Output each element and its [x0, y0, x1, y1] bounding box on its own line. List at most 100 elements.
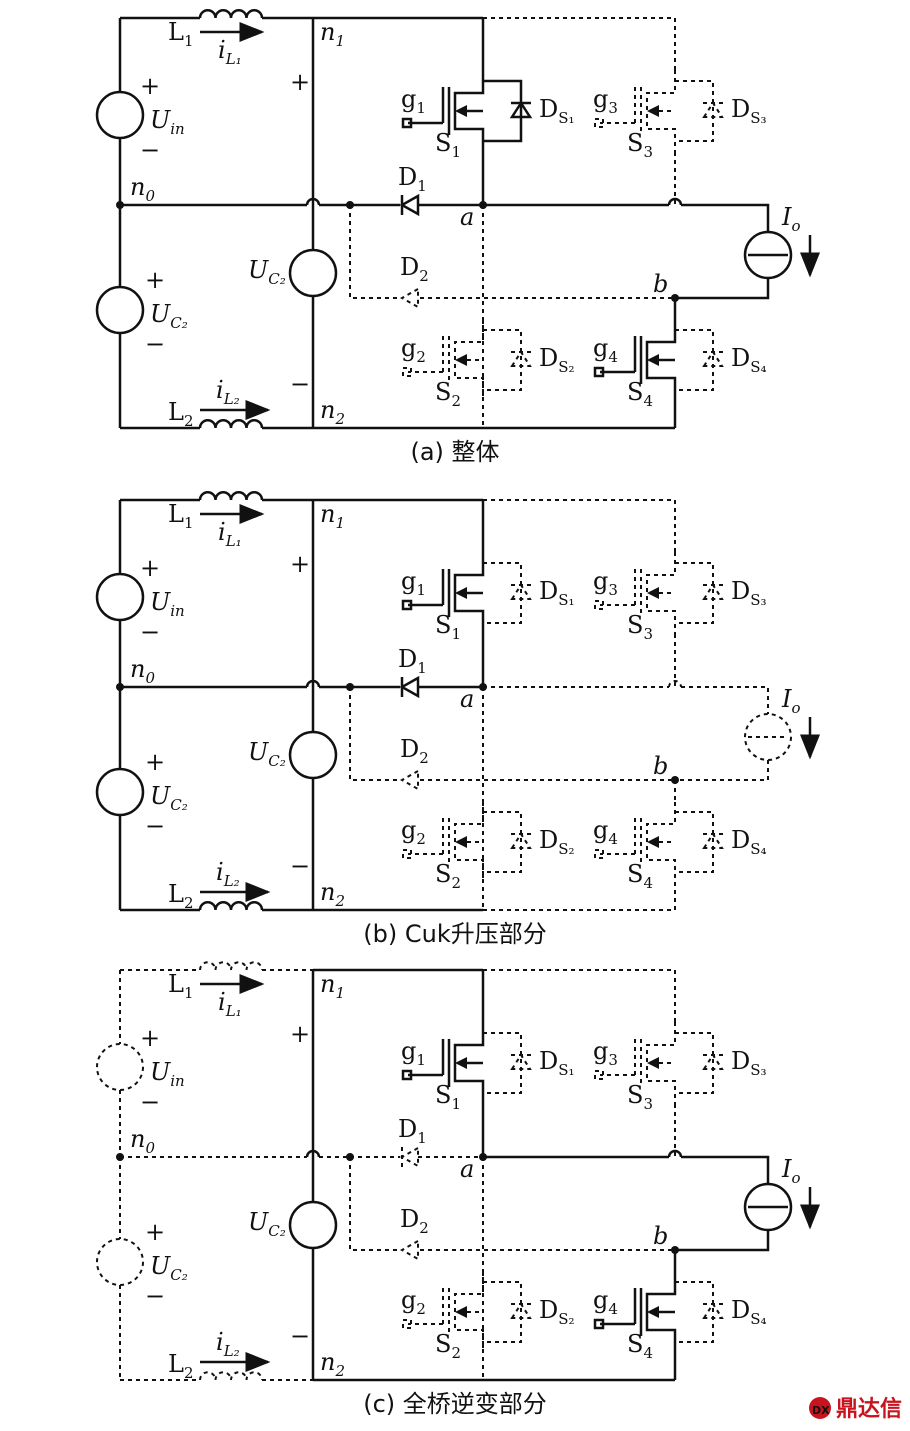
inductor-coil — [198, 419, 264, 429]
sign-minus: − — [290, 370, 310, 398]
gate-label: g1 — [401, 1037, 426, 1069]
sign-minus: − — [290, 1322, 310, 1350]
gate-label: g3 — [593, 85, 618, 117]
mosfet-body — [646, 70, 676, 152]
crossover — [668, 680, 682, 688]
gate-label: g4 — [593, 334, 618, 366]
sign-minus: − — [140, 618, 160, 646]
sign-plus: + — [290, 550, 310, 578]
wire — [349, 1157, 398, 1251]
body-diode-branch — [483, 562, 522, 624]
body-diode-triangle — [510, 350, 532, 367]
mosfet-arrow — [647, 587, 659, 599]
switch-label: S3 — [627, 611, 653, 643]
label-D2: D2 — [400, 735, 429, 767]
inductor-L1 — [199, 961, 263, 971]
inductor-L1 — [198, 9, 264, 19]
label-iL2: iL₂ — [216, 376, 240, 408]
label-Io: Io — [781, 685, 801, 717]
body-diode-branch — [675, 562, 714, 624]
body-diode-triangle — [510, 583, 532, 600]
label-UC2-left: UC₂ — [150, 1252, 188, 1284]
switch-label: S3 — [627, 1081, 653, 1113]
gate-terminal — [401, 1069, 413, 1081]
mosfet-arrow — [455, 1306, 467, 1318]
label-iL1: iL₁ — [218, 988, 242, 1020]
panel-caption: (b) Cuk升压部分 — [363, 920, 546, 948]
switch-label: S4 — [627, 378, 653, 410]
gate-label: g2 — [401, 816, 426, 848]
body-diode-triangle — [510, 1053, 532, 1070]
label-L2: L2 — [168, 1350, 193, 1382]
switch-label: S1 — [435, 611, 461, 643]
label-D1: D1 — [398, 645, 427, 677]
label-n0: n0 — [130, 655, 155, 687]
mosfet-arrow — [455, 587, 467, 599]
inductor-coil — [199, 1371, 263, 1381]
wire — [681, 686, 769, 714]
sign-plus: + — [145, 1218, 165, 1246]
label-L2: L2 — [168, 880, 193, 912]
gate-terminal — [402, 1319, 412, 1329]
label-Uin: Uin — [150, 106, 185, 138]
wire — [681, 203, 770, 232]
panel-caption: (c) 全桥逆变部分 — [363, 1390, 547, 1418]
mosfet-arrow — [455, 836, 467, 848]
body-diode-triangle — [702, 832, 724, 849]
label-n2: n2 — [320, 878, 345, 910]
diode-triangle — [399, 675, 420, 699]
inductor-coil — [198, 901, 264, 911]
label-n1: n1 — [320, 970, 345, 1002]
label-n2: n2 — [320, 396, 345, 428]
capacitor-UC2 — [288, 730, 338, 780]
inductor-L1 — [198, 491, 264, 501]
body-diode-triangle — [509, 100, 533, 119]
mosfet-arrow — [647, 1306, 659, 1318]
diode-D1 — [399, 193, 420, 217]
inductor-coil — [199, 961, 263, 971]
gate-label: g2 — [401, 334, 426, 366]
source-Uin — [95, 572, 145, 622]
crossover — [667, 197, 683, 206]
inductor-L2 — [198, 419, 264, 429]
body-diode-triangle — [702, 101, 724, 118]
label-D2: D2 — [400, 253, 429, 285]
svg-text:DX: DX — [812, 1404, 830, 1417]
body-diode-label: DS₂ — [539, 344, 575, 376]
mosfet-arrow — [647, 836, 659, 848]
diode-D2 — [399, 287, 419, 309]
label-iL1: iL₁ — [218, 518, 242, 550]
label-UC2-left: UC₂ — [150, 782, 188, 814]
gate-label: g1 — [401, 85, 426, 117]
source-UC2-left — [95, 767, 145, 817]
diode-D2 — [399, 1239, 419, 1261]
gate-label: g4 — [593, 1286, 618, 1318]
gate-terminal — [402, 367, 412, 377]
crossover — [667, 1149, 683, 1158]
gate-terminal — [401, 117, 413, 129]
label-UC2: UC₂ — [248, 738, 286, 770]
source-Uin — [95, 90, 145, 140]
body-diode-branch — [483, 811, 522, 873]
label-n1: n1 — [320, 18, 345, 50]
body-diode-label: DS₁ — [539, 95, 575, 127]
label-n0: n0 — [130, 1125, 155, 1157]
source-UC2-left — [96, 1238, 144, 1286]
mosfet-arrow — [647, 1057, 659, 1069]
mosfet-arrow — [455, 1057, 467, 1069]
switch-label: S3 — [627, 129, 653, 161]
mosfet-arrow — [647, 354, 659, 366]
inductor-coil — [198, 491, 264, 501]
capacitor-UC2 — [288, 1200, 338, 1250]
gate-terminal — [401, 599, 413, 611]
